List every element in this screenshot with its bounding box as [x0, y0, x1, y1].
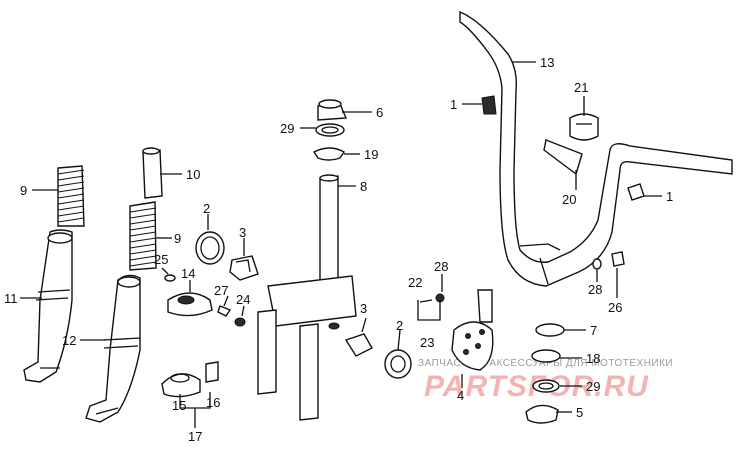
- callout-13: 13: [540, 55, 554, 70]
- race-18: [531, 349, 561, 363]
- callout-29-upper: 29: [280, 121, 294, 136]
- callout-23: 23: [420, 335, 434, 350]
- callout-5: 5: [576, 405, 583, 420]
- cap-2-lower: [384, 349, 412, 379]
- plate-4: [451, 289, 494, 371]
- callout-28-mid: 28: [434, 259, 448, 274]
- steering-stem: [257, 174, 357, 421]
- callout-3-right: 3: [360, 301, 367, 316]
- callout-1-left: 1: [450, 97, 457, 112]
- callout-14: 14: [181, 266, 195, 281]
- callout-15: 15: [172, 398, 186, 413]
- callout-4: 4: [457, 388, 464, 403]
- bolt-26: [611, 251, 625, 267]
- callout-16: 16: [206, 395, 220, 410]
- callout-6: 6: [376, 105, 383, 120]
- callout-19: 19: [364, 147, 378, 162]
- clamp-15: [161, 373, 201, 398]
- bracket-20: [543, 139, 583, 176]
- bracket-14: [167, 292, 213, 317]
- callout-26: 26: [608, 300, 622, 315]
- callout-labels: 9 11 10 9 12 2 3 25 14 27 24 15 16 17 6 …: [4, 55, 673, 444]
- leader-lines: [20, 61, 662, 428]
- callout-24: 24: [236, 292, 250, 307]
- bar-end-right: [627, 183, 645, 201]
- callout-28-right: 28: [588, 282, 602, 297]
- nut-21: [569, 113, 599, 141]
- callout-27: 27: [214, 283, 228, 298]
- cap-3-right: [344, 333, 373, 357]
- nut-24: [234, 317, 246, 327]
- ball-race-29-upper: [315, 123, 345, 137]
- callout-9-right: 9: [174, 231, 181, 246]
- callout-22: 22: [408, 275, 422, 290]
- callout-9-left: 9: [20, 183, 27, 198]
- callout-17: 17: [188, 429, 202, 444]
- bearing-cone-6: [317, 99, 348, 121]
- nut-16: [205, 361, 219, 383]
- callout-12: 12: [62, 333, 76, 348]
- callout-1-right: 1: [666, 189, 673, 204]
- callout-29-lower: 29: [586, 379, 600, 394]
- washer-25: [164, 274, 176, 282]
- cup-19: [312, 147, 345, 161]
- washer-28-right: [592, 258, 602, 270]
- callout-2-lower: 2: [396, 318, 403, 333]
- fork-tube: [142, 147, 163, 199]
- bolt-22: [419, 293, 445, 303]
- callout-20: 20: [562, 192, 576, 207]
- callout-10: 10: [186, 167, 200, 182]
- watermark-tagline: ЗАПЧАСТИ И АКСЕССУАРЫ ДЛЯ МОТОТЕХНИКИ: [418, 358, 673, 369]
- callout-3-left: 3: [239, 225, 246, 240]
- bolt-27: [217, 305, 232, 317]
- cap-2-upper: [195, 231, 225, 265]
- callout-7: 7: [590, 323, 597, 338]
- race-7: [535, 323, 565, 337]
- callout-18: 18: [586, 351, 600, 366]
- spring-left: [57, 165, 85, 227]
- callout-21: 21: [574, 80, 588, 95]
- fork-slider-left: [23, 229, 73, 383]
- callout-11: 11: [4, 291, 18, 306]
- cap-3-left: [229, 255, 259, 281]
- spring-right: [129, 201, 157, 271]
- callout-2-upper: 2: [203, 201, 210, 216]
- callout-8: 8: [360, 179, 367, 194]
- bar-end-left: [481, 95, 497, 115]
- ball-race-29-lower: [532, 379, 560, 393]
- handlebar: [459, 10, 733, 287]
- race-5: [525, 404, 559, 424]
- fork-slider-right: [85, 274, 141, 423]
- callout-25: 25: [154, 252, 168, 267]
